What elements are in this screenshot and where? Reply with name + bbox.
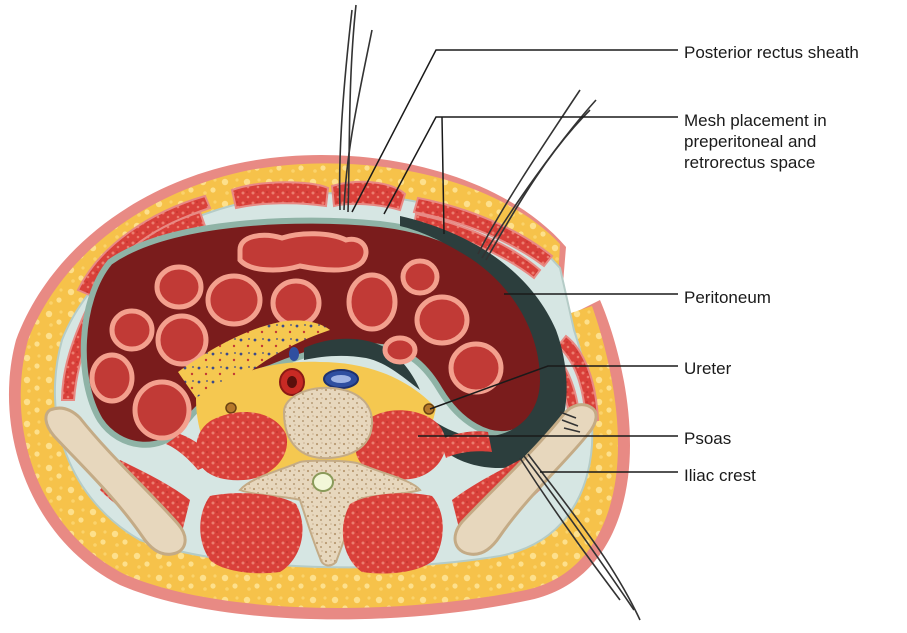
rectus-abdominis-left bbox=[232, 182, 328, 208]
label-psoas: Psoas bbox=[684, 428, 731, 449]
label-mesh-placement: Mesh placement in preperitoneal and retr… bbox=[684, 110, 827, 173]
ureter-right bbox=[424, 404, 434, 414]
label-iliac-crest: Iliac crest bbox=[684, 465, 756, 486]
ureter-left bbox=[226, 403, 236, 413]
label-posterior-rectus-sheath: Posterior rectus sheath bbox=[684, 42, 859, 63]
label-peritoneum: Peritoneum bbox=[684, 287, 771, 308]
label-ureter: Ureter bbox=[684, 358, 731, 379]
